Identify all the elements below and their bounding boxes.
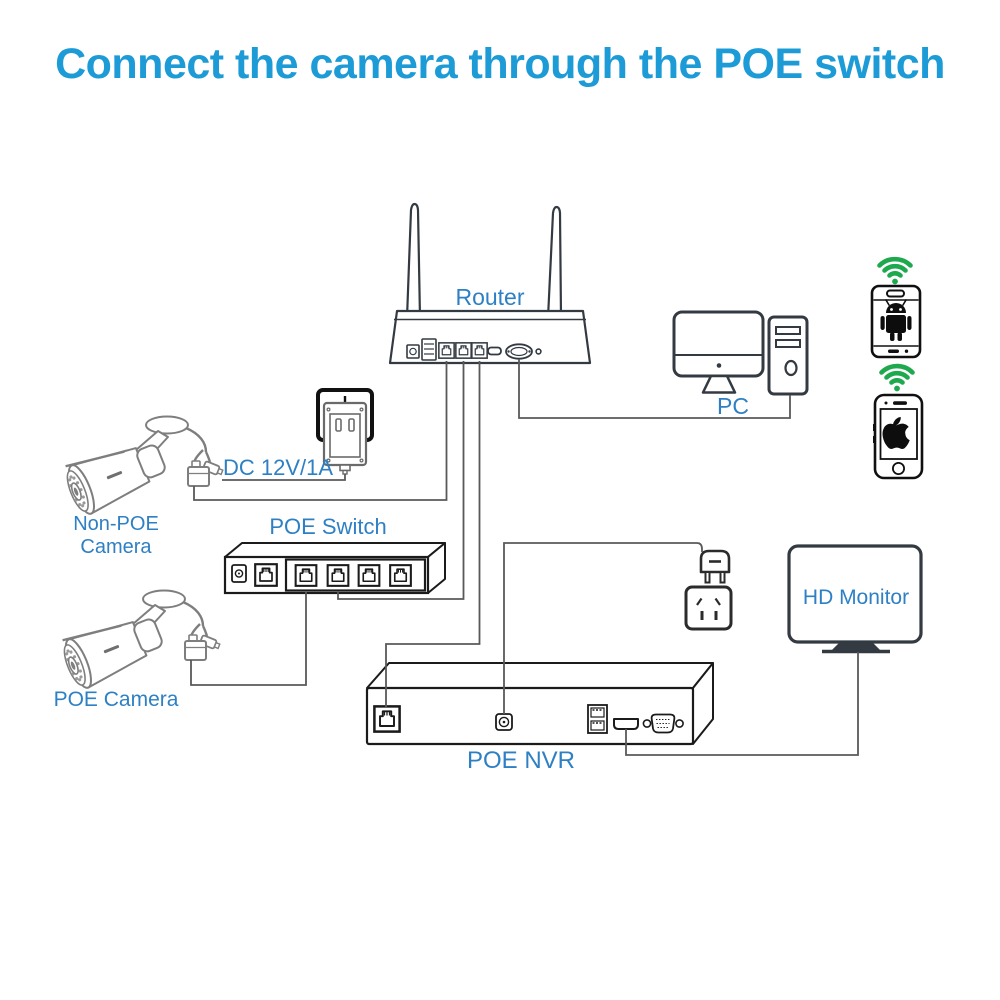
switch-poe-port-4 <box>389 564 412 587</box>
label-dc-power: DC 12V/1A <box>222 455 334 480</box>
android-phone <box>870 256 922 359</box>
iphone <box>873 363 924 480</box>
wire-router-to-nvr <box>385 361 481 707</box>
router-hdmi-port <box>487 346 502 356</box>
label-poe-switch: POE Switch <box>269 514 387 539</box>
switch-power-port <box>231 564 247 583</box>
apple-logo-icon <box>882 417 910 449</box>
label-pc: PC <box>717 393 749 419</box>
wire-switch-to-router <box>337 361 465 600</box>
router-lan-port-1 <box>438 342 455 359</box>
wires <box>190 359 859 756</box>
nvr-hdmi-port <box>613 718 639 730</box>
pc-device <box>672 310 809 396</box>
pc-monitor-stand <box>701 374 737 394</box>
power-adapter-body <box>322 401 368 475</box>
router-lan-port-2 <box>455 342 472 359</box>
router-antenna-right <box>546 205 563 320</box>
label-hd-monitor: HD Monitor <box>802 586 910 609</box>
label-poe-nvr: POE NVR <box>466 747 576 774</box>
wire-nonpoe-camera-to-adapter <box>222 474 346 481</box>
wall-socket <box>684 585 733 631</box>
wire-nonpoe-camera-to-router <box>193 361 448 501</box>
phone-home-bar <box>888 349 899 353</box>
wire-plug-to-nvr <box>503 542 703 714</box>
pc-monitor-logo-dot <box>716 363 722 368</box>
wifi-icon <box>877 256 913 285</box>
pc-tower <box>767 315 809 396</box>
router-power-port <box>406 344 420 359</box>
router-antenna-left <box>405 202 422 320</box>
phone-home-button <box>892 461 906 475</box>
router-vga-port <box>505 343 533 360</box>
router-device <box>388 202 592 365</box>
phone-speaker <box>886 289 905 298</box>
poe-nvr-device <box>365 662 714 746</box>
adapter-dc-tip <box>339 464 351 472</box>
nvr-usb-ports <box>587 704 608 734</box>
switch-poe-port-2 <box>326 564 350 587</box>
mains-power <box>684 549 733 631</box>
android-robot-icon <box>880 299 912 341</box>
nvr-lan-port <box>373 705 401 733</box>
dc-adapter <box>316 388 374 475</box>
pc-tower-power-button <box>784 359 798 377</box>
label-non-poe-camera: Non-POE Camera <box>73 513 159 558</box>
nvr-dc-input <box>495 713 513 731</box>
non-poe-camera <box>59 415 225 519</box>
router-lan-port-3 <box>471 342 488 359</box>
switch-poe-port-1 <box>294 564 318 587</box>
wire-poe-camera-to-switch <box>190 592 307 686</box>
hd-monitor-stand <box>831 641 881 651</box>
switch-uplink-port <box>254 563 278 587</box>
wire-nvr-to-monitor <box>625 652 859 756</box>
switch-poe-port-group <box>284 558 427 592</box>
mains-plug <box>699 549 731 584</box>
wire-router-to-pc <box>518 359 791 419</box>
phone-earpiece <box>893 401 907 405</box>
router-wan-port <box>421 338 437 361</box>
page-title: Connect the camera through the POE switc… <box>55 40 945 88</box>
switch-poe-port-3 <box>357 564 381 587</box>
hd-monitor-device <box>787 544 923 654</box>
poe-switch-device <box>223 542 446 595</box>
label-router: Router <box>455 284 525 310</box>
label-poe-camera: POE Camera <box>53 688 179 711</box>
poe-camera <box>56 589 222 693</box>
router-reset-button <box>535 348 542 355</box>
nvr-vga-port <box>642 713 684 734</box>
wifi-icon <box>879 363 915 392</box>
